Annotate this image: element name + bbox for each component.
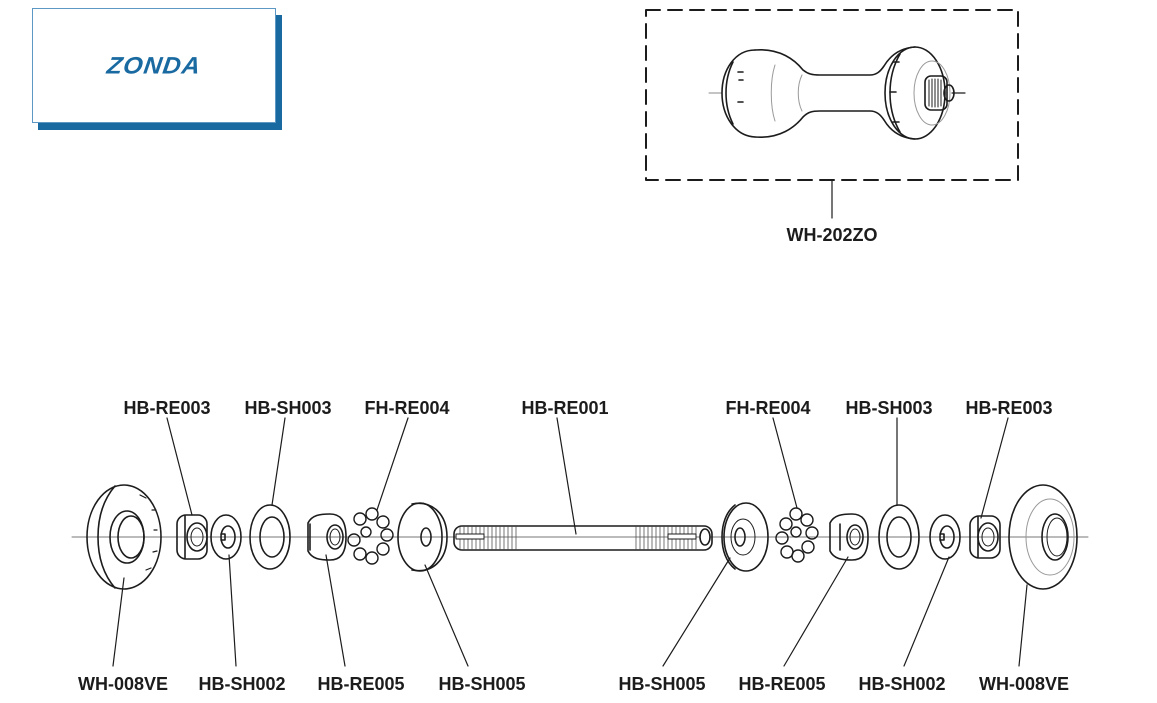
- part-label-right-locknut: HB-RE003: [965, 398, 1053, 418]
- part-label-axle: HB-RE001: [521, 398, 609, 418]
- part-label-right-bearing-cup: HB-SH005: [618, 674, 706, 694]
- part-label-right-cone: HB-RE005: [738, 674, 826, 694]
- left-dust-cap-drawing: [86, 484, 162, 590]
- leader-right-dust-cap: [1018, 584, 1028, 667]
- leader-right-locknut: [980, 417, 1009, 519]
- part-label-right-large-washer: HB-SH003: [845, 398, 933, 418]
- part-label-right-bearing-balls: FH-RE004: [725, 398, 811, 418]
- right-dust-cap-drawing: [1008, 484, 1078, 590]
- left-cone-drawing: [307, 513, 347, 561]
- leader-right-bearing-cup: [662, 557, 731, 667]
- leader-left-bearing-cup: [424, 564, 469, 667]
- leader-left-large-washer: [271, 417, 286, 506]
- leader-left-bearing-balls: [376, 417, 409, 511]
- hub-assembly-group: [645, 9, 1019, 219]
- leader-left-dust-cap: [112, 577, 125, 667]
- leader-left-locknut: [166, 417, 193, 516]
- left-bearing-cup-drawing: [397, 502, 448, 572]
- left-keyed-washer-drawing: [210, 514, 242, 560]
- part-label-left-cone: HB-RE005: [317, 674, 405, 694]
- part-label-left-bearing-cup: HB-SH005: [438, 674, 526, 694]
- brand-logo: ZONDA: [32, 8, 276, 123]
- bottom-leader-lines: [112, 554, 1028, 667]
- part-label-left-locknut: HB-RE003: [123, 398, 211, 418]
- leader-left-cone: [325, 554, 346, 667]
- hub-body-drawing: [708, 46, 966, 140]
- hub-assembly-dashed-frame: [645, 9, 1019, 181]
- part-label-left-keyed-washer: HB-SH002: [198, 674, 286, 694]
- right-keyed-washer-drawing: [929, 514, 961, 560]
- left-bearing-balls-drawing: [347, 507, 394, 565]
- leader-left-keyed-washer: [228, 554, 237, 667]
- right-cone-drawing: [829, 513, 869, 561]
- part-label-left-bearing-balls: FH-RE004: [364, 398, 450, 418]
- right-bearing-balls-drawing: [775, 507, 819, 563]
- hub-body-part-label: WH-202ZO: [786, 225, 878, 245]
- leader-right-keyed-washer: [903, 556, 950, 667]
- part-label-right-keyed-washer: HB-SH002: [858, 674, 946, 694]
- axle-drawing: [453, 525, 713, 551]
- leader-right-cone: [783, 556, 849, 667]
- part-label-left-large-washer: HB-SH003: [244, 398, 332, 418]
- left-large-washer-drawing: [249, 504, 291, 570]
- right-large-washer-drawing: [878, 504, 920, 570]
- leader-right-bearing-balls: [772, 417, 798, 509]
- right-locknut-drawing: [969, 515, 1001, 559]
- part-label-left-dust-cap: WH-008VE: [77, 674, 169, 694]
- top-leader-lines: [166, 417, 1009, 535]
- part-label-right-dust-cap: WH-008VE: [978, 674, 1070, 694]
- leader-axle: [556, 417, 577, 535]
